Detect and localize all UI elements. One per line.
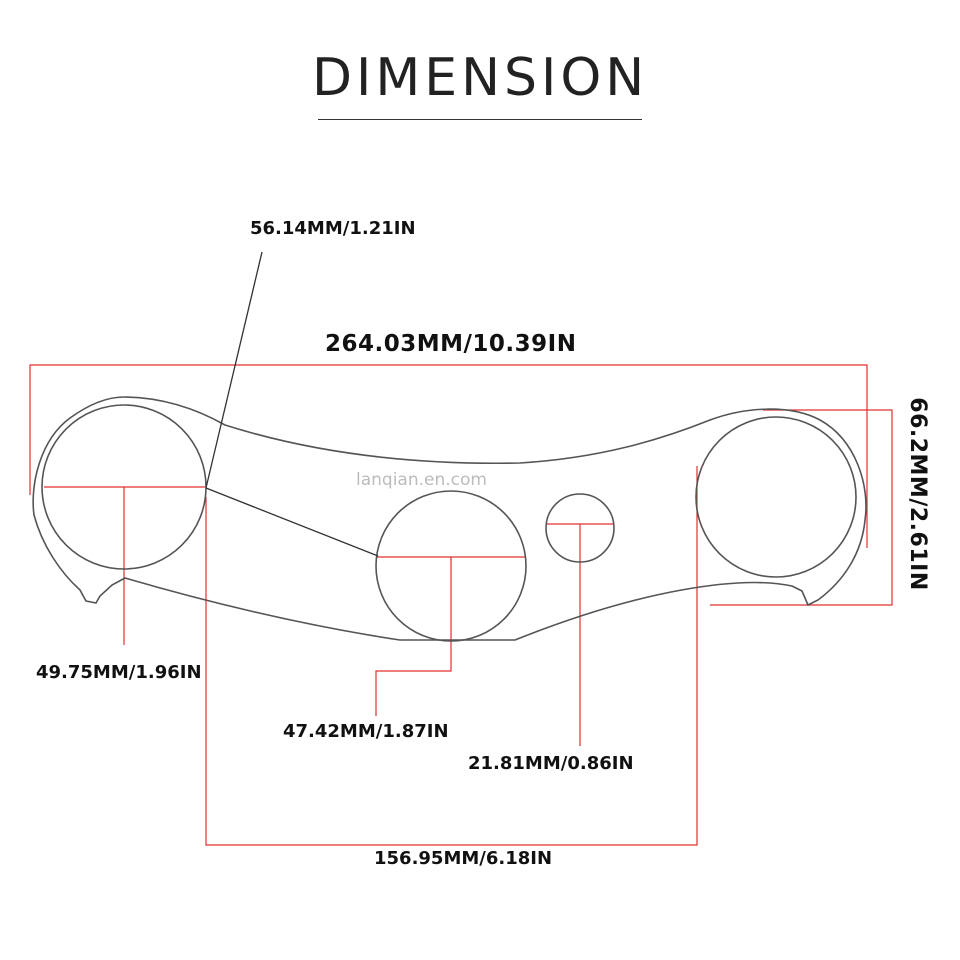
overall-width-line (29, 364, 868, 548)
center-hole-diameter-label: 47.42MM/1.87IN (283, 721, 449, 742)
center-stem-hole (375, 490, 527, 642)
watermark: lanqian.en.com (356, 470, 487, 490)
page-title: DIMENSION (312, 48, 649, 108)
center-hole-leader (375, 557, 452, 716)
arm-width-leader (205, 251, 379, 557)
overall-height-label: 66.2MM/2.61IN (905, 397, 930, 591)
title-underline (318, 119, 642, 120)
right-fork-hole (695, 416, 857, 578)
hole-spacing-label: 156.95MM/6.18IN (374, 848, 553, 869)
hole-spacing-line (205, 466, 698, 846)
triple-clamp-body (32, 396, 867, 641)
left-hole-diameter-label: 49.75MM/1.96IN (36, 662, 202, 683)
small-hole-diameter-label: 21.81MM/0.86IN (468, 753, 634, 774)
dimension-lines (29, 364, 893, 846)
arm-width-label: 56.14MM/1.21IN (250, 218, 416, 239)
small-mount-hole (545, 493, 615, 563)
arm-leader-diagonal (205, 251, 263, 489)
arm-leader-bottom (205, 487, 379, 557)
overall-width-label: 264.03MM/10.39IN (325, 331, 577, 357)
overall-height-line (710, 409, 893, 606)
